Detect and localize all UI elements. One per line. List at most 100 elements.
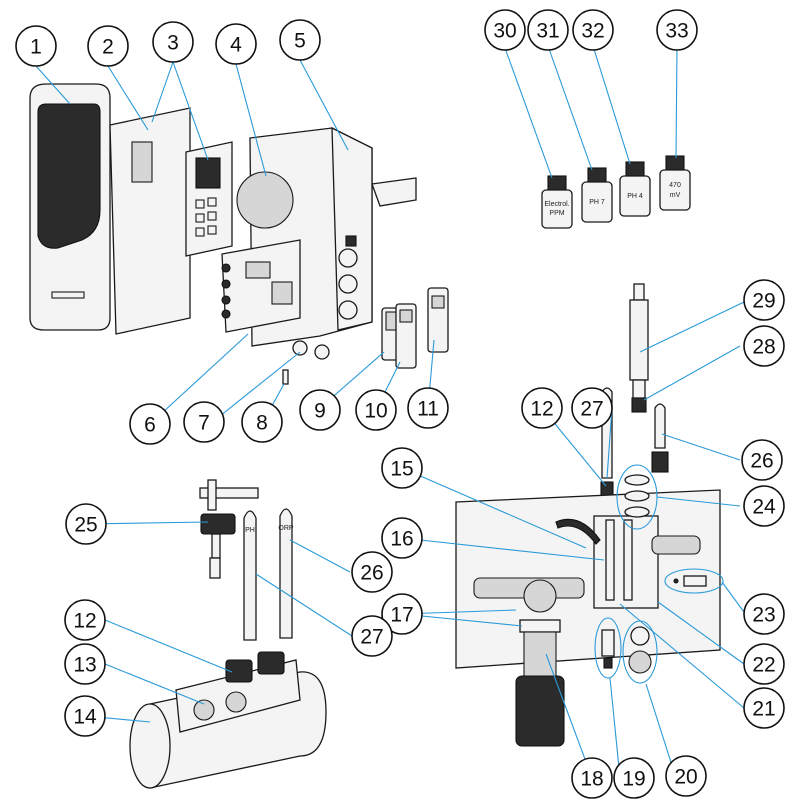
callout-18: 18 — [571, 757, 613, 799]
callout-10-label: 10 — [364, 400, 387, 423]
bottle-30: Electrol. PPM — [541, 175, 573, 229]
callout-14-label: 14 — [73, 706, 97, 729]
bottle-30-label-line1: Electrol. — [544, 201, 569, 208]
part-main-housing — [236, 126, 417, 347]
callout-5: 5 — [279, 19, 321, 61]
part-small-pin — [282, 369, 289, 385]
part-filter-cartridge — [515, 619, 565, 747]
callout-30: 30 — [484, 9, 526, 51]
callout-33: 33 — [656, 9, 698, 51]
callout-7: 7 — [183, 401, 225, 443]
part-terminal-cover-11 — [427, 287, 449, 353]
callout-19: 19 — [613, 757, 655, 799]
callout-17-label: 17 — [390, 604, 413, 627]
callout-27-lower: 27 — [351, 615, 393, 657]
callout-27-upper: 27 — [571, 387, 613, 429]
callout-23-label: 23 — [752, 604, 775, 627]
callout-29: 29 — [743, 279, 785, 321]
callout-25-label: 25 — [74, 514, 97, 537]
callout-31-label: 31 — [536, 20, 559, 43]
callout-15-label: 15 — [390, 458, 413, 481]
callout-5-label: 5 — [294, 30, 306, 53]
part-terminal-cover-10 — [395, 303, 417, 369]
callout-16-label: 16 — [390, 528, 413, 551]
bottle-32-label: PH 4 — [627, 193, 643, 200]
callout-26-lower-label: 26 — [360, 562, 383, 585]
part-probe-26-upper — [651, 403, 669, 473]
part-pipe-assembly — [129, 651, 327, 789]
callout-20: 20 — [665, 755, 707, 797]
callout-26-upper-label: 26 — [750, 450, 773, 473]
callout-21: 21 — [743, 687, 785, 729]
callout-17: 17 — [381, 593, 423, 635]
part-flow-switch — [199, 479, 259, 579]
callout-24: 24 — [743, 485, 785, 527]
callout-15: 15 — [381, 447, 423, 489]
callout-2-label: 2 — [102, 36, 114, 59]
callout-11-label: 11 — [417, 398, 439, 421]
callout-20-label: 20 — [674, 766, 697, 789]
part-control-board — [221, 239, 301, 333]
bottle-30-label-line2: PPM — [549, 210, 564, 217]
part-front-cover — [29, 83, 111, 331]
part-display-board — [185, 141, 233, 257]
callout-8: 8 — [241, 401, 283, 443]
part-cable-glands — [292, 340, 330, 360]
part-fitting-19 — [594, 617, 622, 679]
callout-26-lower: 26 — [351, 551, 393, 593]
part-inner-panel — [109, 107, 191, 335]
callout-29-label: 29 — [752, 290, 775, 313]
callout-12-upper-label: 12 — [530, 398, 553, 421]
callout-13: 13 — [64, 643, 106, 685]
callout-9: 9 — [299, 389, 341, 431]
part-probe-ph-lower: PH — [243, 510, 257, 641]
callout-3: 3 — [152, 21, 194, 63]
callout-30-label: 30 — [493, 20, 516, 43]
probe-orp-label: ORP — [278, 525, 294, 532]
callout-13-label: 13 — [73, 654, 96, 677]
callout-6-label: 6 — [144, 414, 156, 437]
callout-6: 6 — [129, 403, 171, 445]
bottle-32: PH 4 — [619, 161, 651, 217]
bottle-33-label-line1: 470 — [669, 182, 681, 189]
callout-1-label: 1 — [30, 36, 42, 59]
callout-32: 32 — [572, 9, 614, 51]
leader-lines — [35, 45, 745, 779]
callout-10: 10 — [355, 389, 397, 431]
callout-8-label: 8 — [256, 412, 268, 435]
bottle-31-label: PH 7 — [589, 199, 605, 206]
callout-16: 16 — [381, 517, 423, 559]
callout-23: 23 — [743, 593, 785, 635]
callout-25: 25 — [65, 503, 107, 545]
callout-33-label: 33 — [665, 20, 688, 43]
callout-31: 31 — [527, 9, 569, 51]
callout-22: 22 — [743, 643, 785, 685]
callout-32-label: 32 — [581, 20, 604, 43]
callout-12-lower: 12 — [64, 599, 106, 641]
callout-1: 1 — [15, 25, 57, 67]
callout-9-label: 9 — [314, 400, 326, 423]
callout-24-label: 24 — [752, 496, 776, 519]
callout-19-label: 19 — [622, 768, 645, 791]
callout-26-upper: 26 — [741, 439, 783, 481]
callout-14: 14 — [64, 695, 106, 737]
callout-12-lower-label: 12 — [73, 610, 96, 633]
probe-ph-label: PH — [245, 527, 255, 534]
part-valve-23 — [664, 568, 724, 594]
callout-22-label: 22 — [752, 654, 775, 677]
callout-21-label: 21 — [752, 698, 775, 721]
bottle-33-label-line2: mV — [670, 192, 681, 199]
callout-4: 4 — [215, 23, 257, 65]
callout-28: 28 — [743, 325, 785, 367]
callout-4-label: 4 — [230, 34, 242, 57]
part-long-probe — [629, 283, 649, 413]
callout-11: 11 — [407, 387, 449, 429]
part-probe-orp-lower: ORP — [278, 508, 294, 639]
callout-18-label: 18 — [580, 768, 603, 791]
callout-28-label: 28 — [752, 336, 775, 359]
bottle-31: PH 7 — [581, 167, 613, 223]
callout-12-upper: 12 — [521, 387, 563, 429]
callout-27-upper-label: 27 — [580, 398, 603, 421]
part-mounting-plate — [455, 489, 721, 669]
